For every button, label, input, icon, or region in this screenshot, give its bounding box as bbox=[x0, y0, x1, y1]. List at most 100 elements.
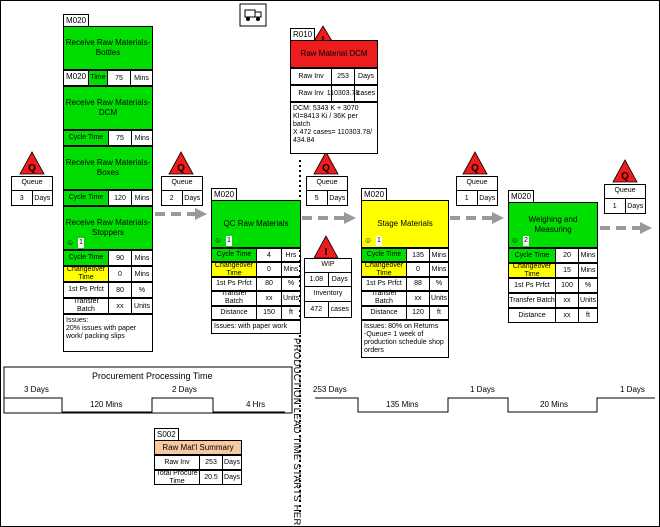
queue-unit: Days bbox=[184, 194, 201, 202]
metric-value: 20.5 bbox=[200, 471, 223, 484]
procurement-title: Procurement Processing Time bbox=[92, 371, 213, 381]
timeline bbox=[3, 366, 655, 414]
operator-count: 1 bbox=[226, 236, 232, 246]
value: 75 bbox=[109, 131, 132, 145]
truck-icon bbox=[239, 3, 267, 27]
metric-value: 80 bbox=[257, 277, 282, 291]
queue-triangle-3 bbox=[313, 151, 339, 175]
unit: Mins bbox=[134, 194, 150, 202]
stage-issues-box: Issues: 80% on Returns -Queue= 1 week of… bbox=[361, 320, 449, 358]
metric-value: 88 bbox=[407, 277, 430, 291]
queue-value: 1 bbox=[605, 199, 626, 213]
metric-value: 0 bbox=[109, 267, 132, 281]
metric-value: 80 bbox=[109, 283, 132, 297]
metric-unit: Mins bbox=[431, 251, 447, 259]
metric-unit: cases bbox=[356, 90, 376, 97]
procurement-box bbox=[3, 366, 293, 414]
metric-label: Cycle Time bbox=[362, 249, 407, 262]
metric-value: 120 bbox=[407, 306, 430, 319]
stage-title: Stage Materials ☺ 1 bbox=[361, 200, 449, 248]
operator-count: 1 bbox=[78, 238, 84, 248]
label: Cycle Time bbox=[64, 191, 109, 205]
label: Time bbox=[89, 71, 109, 85]
metric-unit: ft bbox=[586, 312, 590, 319]
queue-unit: Days bbox=[627, 202, 644, 210]
qc-title-label: QC Raw Materials bbox=[223, 219, 289, 228]
receive-dcm-title: Receive Raw Materials-DCM bbox=[63, 86, 153, 130]
metric-label: Raw Inv bbox=[291, 86, 332, 101]
procurement-timeline bbox=[4, 397, 285, 413]
queue-unit: Days bbox=[34, 194, 51, 202]
push-arrow-head-4 bbox=[640, 222, 652, 234]
stage-title-label: Stage Materials bbox=[377, 219, 433, 228]
metric-label: 1st Ps Prfct bbox=[509, 279, 556, 292]
metric-unit: ft bbox=[289, 309, 293, 317]
metric-label: 1st Ps Prfct bbox=[362, 277, 407, 291]
metric-value: xx bbox=[109, 299, 132, 313]
weigh-title-label: Weighing and Measuring bbox=[528, 215, 578, 234]
queue-value: 5 bbox=[307, 191, 328, 205]
metric-label: Changeover Time bbox=[212, 262, 257, 277]
production-time: 135 Mins bbox=[386, 400, 419, 409]
metric-value: 0 bbox=[257, 263, 282, 276]
unit: Mins bbox=[134, 134, 150, 142]
queue-label: Queue bbox=[316, 179, 338, 186]
wip-label: WIP bbox=[321, 261, 335, 268]
queue-letter: Q bbox=[322, 163, 330, 174]
queue-value: 3 bbox=[12, 191, 33, 205]
operator-icon: ☺ bbox=[66, 238, 75, 247]
stage-issues: Issues: 80% on Returns -Queue= 1 week of… bbox=[364, 323, 444, 354]
metric-label: Distance bbox=[509, 309, 556, 322]
metric-unit: Mins bbox=[134, 254, 150, 262]
wip-inventory-label: Inventory bbox=[313, 290, 343, 297]
queue-letter: Q bbox=[177, 163, 185, 174]
metric-label: Distance bbox=[212, 306, 257, 319]
queue-unit: Days bbox=[479, 194, 496, 202]
metric-label: Cycle Time bbox=[64, 251, 109, 265]
qc-issues-box: Issues: with paper work bbox=[211, 320, 301, 334]
operator-count: 1 bbox=[376, 236, 382, 246]
metric-value: xx bbox=[556, 294, 579, 307]
label: Cycle Time bbox=[64, 131, 109, 145]
metric-label: Cycle Time bbox=[509, 249, 556, 262]
metric-label: Changeover Time bbox=[362, 262, 407, 277]
metric-value: 0 bbox=[407, 263, 430, 276]
metric-unit: Units bbox=[580, 297, 596, 304]
queue-letter: Q bbox=[621, 171, 629, 182]
inventory-letter: I bbox=[325, 247, 328, 258]
metric-unit: % bbox=[584, 282, 592, 289]
metric-value: xx bbox=[556, 309, 579, 322]
receive-code-1: M020 bbox=[63, 14, 90, 27]
production-time: 1 Days bbox=[620, 385, 645, 394]
queue-label: Queue bbox=[171, 179, 193, 186]
metric-label: 1st Ps Prfct bbox=[64, 283, 109, 297]
queue-letter: Q bbox=[28, 163, 36, 174]
metric-label: 1st Ps Prfct bbox=[212, 277, 257, 291]
receive-dcm-time: Cycle Time 75 Mins bbox=[63, 130, 153, 146]
push-arrow-head-3 bbox=[492, 212, 504, 224]
metric-unit: Days bbox=[224, 459, 240, 466]
production-time: 20 Mins bbox=[540, 400, 569, 409]
push-arrows bbox=[155, 212, 640, 230]
production-time: 1 Days bbox=[470, 385, 495, 394]
procurement-time: 2 Days bbox=[172, 385, 197, 394]
receive-issues: Issues: 20% issues with paper work/ pack… bbox=[66, 317, 137, 340]
receive-boxes-time: Cycle Time 120 Mins bbox=[63, 190, 153, 206]
metric-label: Raw Inv bbox=[155, 456, 200, 469]
metric-label: Transfer Batch bbox=[509, 294, 556, 307]
